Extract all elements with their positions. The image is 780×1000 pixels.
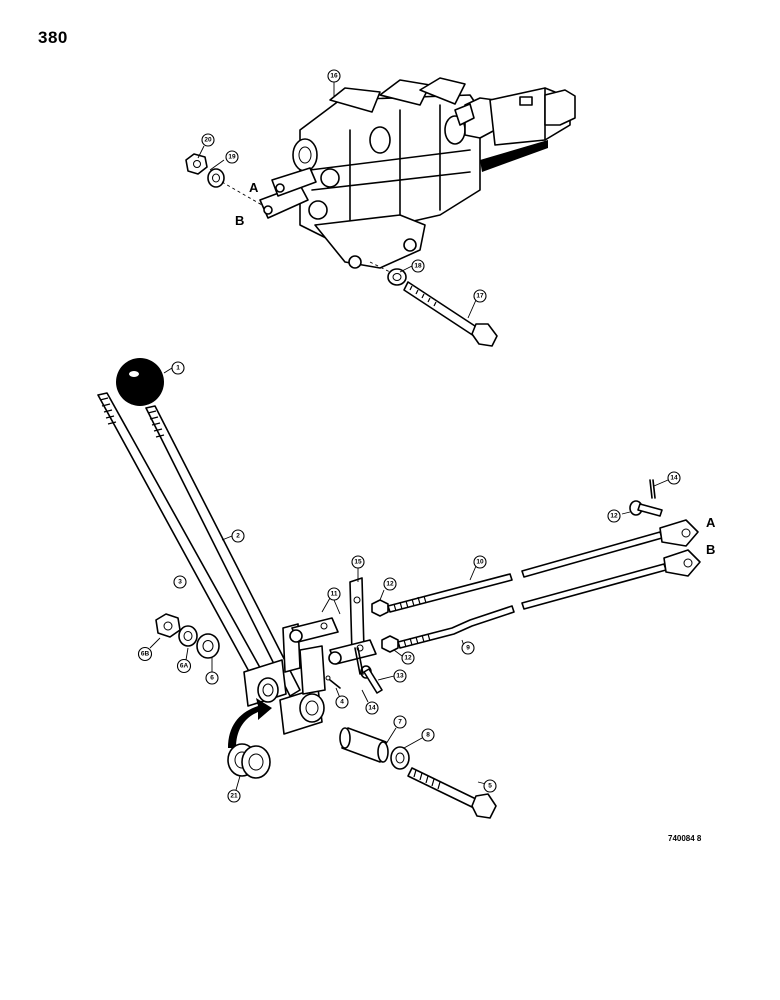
pin-13-upper [629,500,663,517]
pin-4 [325,675,341,689]
callout-5: 5 [483,779,497,793]
callout-6: 6 [205,671,219,685]
svg-text:4: 4 [340,699,344,706]
letter-a-rod: A [706,515,716,530]
washer-8 [390,746,410,770]
washer-18 [387,268,407,286]
svg-text:6B: 6B [141,651,150,658]
bolt-17 [403,281,498,347]
callout-21: 21 [227,789,241,803]
figure-code: 740084 8 [668,834,702,843]
svg-text:13: 13 [396,673,404,680]
svg-text:10: 10 [476,559,484,566]
callout-12-right: 12 [607,509,621,523]
svg-text:14: 14 [670,475,678,482]
callout-16: 16 [327,69,341,83]
svg-text:6: 6 [210,675,214,682]
svg-text:17: 17 [476,293,484,300]
callout-18: 18 [411,259,425,273]
svg-text:3: 3 [178,579,182,586]
callout-20: 20 [201,133,215,147]
svg-text:16: 16 [330,73,338,80]
svg-text:15: 15 [354,559,362,566]
washer-19 [207,168,225,188]
svg-text:12: 12 [404,655,412,662]
callout-12-upper: 12 [383,577,397,591]
rod-9 [397,549,701,649]
callout-6a: 6A [176,658,192,674]
callout-19: 19 [225,150,239,164]
svg-text:12: 12 [610,513,618,520]
callout-13: 13 [393,669,407,683]
callout-4: 4 [335,695,349,709]
svg-text:19: 19 [228,154,236,161]
letter-b-valve: B [235,213,244,228]
callout-8: 8 [421,728,435,742]
bracket-15 [282,577,365,695]
washer-6a [178,625,198,647]
letter-b-rod: B [706,542,715,557]
svg-text:11: 11 [331,591,338,598]
washers-21 [227,743,271,779]
nut-20 [185,153,208,175]
letter-a-valve: A [249,180,259,195]
svg-text:8: 8 [426,732,430,739]
page-number: 380 [38,28,68,47]
svg-text:6A: 6A [180,663,189,670]
nut-12-upper [371,599,389,617]
clevis-11-lower [328,639,377,665]
svg-text:1: 1 [176,365,180,372]
lever-hub-left [243,659,287,707]
pin-13-lower [360,665,383,694]
callout-15: 15 [351,555,365,569]
callout-11: 11 [327,587,341,601]
svg-text:20: 20 [204,137,212,144]
lever-2 [145,405,301,697]
svg-text:12: 12 [386,581,394,588]
assembly-arrow [228,698,272,748]
callout-17: 17 [473,289,487,303]
knob-1 [116,358,164,406]
svg-text:5: 5 [488,783,492,790]
svg-text:2: 2 [236,533,240,540]
svg-text:18: 18 [414,263,422,270]
nut-12-lower [381,635,399,653]
bolt-5 [407,767,497,819]
callout-10: 10 [473,555,487,569]
callout-1: 1 [171,361,185,375]
callout-14-lower: 14 [365,701,379,715]
nut-6b [155,613,181,638]
rod-10 [387,519,699,613]
svg-text:7: 7 [398,719,402,726]
callout-2: 2 [231,529,245,543]
svg-text:21: 21 [230,793,238,800]
washer-6 [196,633,220,659]
cotter-14-lower [354,647,364,675]
clevis-11-upper [289,617,339,643]
spacer-7 [339,727,389,763]
callout-6b: 6B [137,646,153,662]
callout-12-lower: 12 [401,651,415,665]
control-valve-assembly [259,77,576,269]
callout-14-upper: 14 [667,471,681,485]
callout-9: 9 [461,641,475,655]
svg-text:9: 9 [466,645,470,652]
callout-3: 3 [173,575,187,589]
cotter-14-upper [649,479,656,499]
svg-text:14: 14 [368,705,376,712]
lever-hub-right [279,687,325,735]
callout-7: 7 [393,715,407,729]
